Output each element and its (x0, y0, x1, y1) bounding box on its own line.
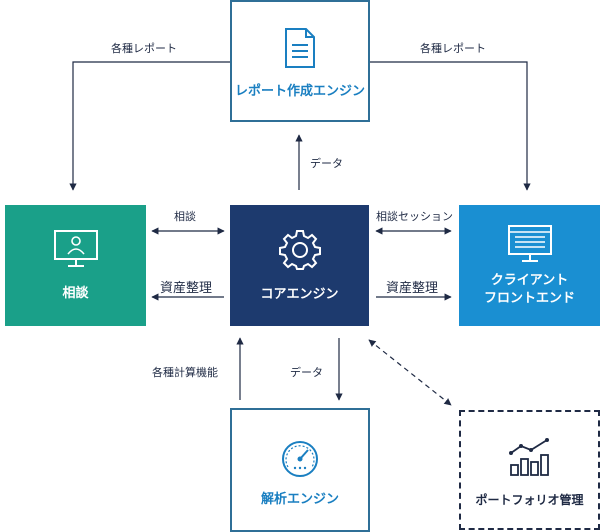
node-consult: 相談 (5, 205, 146, 326)
edge-label-client-core-top: 相談セッション (376, 210, 453, 223)
arrow-report-to-client (370, 61, 531, 191)
edge-label-analysis-to-core: 各種計算機能 (152, 366, 218, 379)
node-analysis-engine: 解析エンジン (230, 408, 370, 532)
edge-label-core-to-analysis: データ (290, 366, 323, 379)
node-report-engine: レポート作成エンジン (230, 0, 370, 122)
edge-label-consult-core-top: 相談 (174, 210, 196, 223)
node-core-engine: コアエンジン (230, 205, 369, 326)
bar-chart-icon (508, 438, 549, 476)
node-label: 解析エンジン (260, 492, 339, 507)
node-label: ポートフォリオ管理 (475, 493, 584, 507)
node-label: 相談 (62, 285, 89, 301)
node-portfolio: ポートフォリオ管理 (459, 410, 600, 530)
node-label: レポート作成エンジン (234, 84, 365, 99)
edge-label-core-to-report: データ (310, 157, 343, 170)
node-client-frontend: クライアント フロントエンド (459, 205, 600, 326)
edge-label-client-core-bottom: 資産整理 (386, 281, 439, 296)
edge-label-report-to-client: 各種レポート (420, 42, 486, 55)
monitor-user-icon (53, 229, 98, 267)
document-icon (285, 28, 315, 68)
edge-label-report-to-consult: 各種レポート (111, 42, 177, 55)
edge-label-consult-core-bottom: 資産整理 (160, 281, 213, 296)
arrow-core-to-portfolio (368, 339, 452, 406)
node-label: コアエンジン (260, 286, 339, 302)
node-label: クライアント フロントエンド (483, 272, 575, 306)
arrow-report-to-consult (69, 61, 230, 191)
monitor-list-icon (507, 224, 552, 262)
gauge-icon (282, 441, 318, 477)
gear-icon (278, 229, 321, 270)
